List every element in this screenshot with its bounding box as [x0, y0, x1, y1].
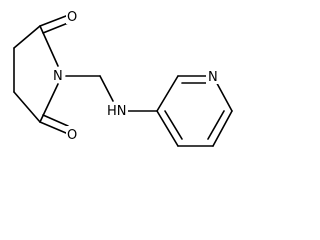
- bond-c2-c3: [13, 25, 41, 49]
- bond-py-c6-c5-inner: [207, 110, 225, 140]
- atom-oxygen-top: O: [67, 10, 77, 25]
- pyridine-ring: [156, 75, 233, 147]
- carbonyl-top: [39, 15, 69, 34]
- bond-c5-n1: [39, 83, 59, 123]
- atom-nh-amine: HN: [107, 104, 127, 119]
- atom-nitrogen-imide: N: [53, 69, 63, 84]
- bond-c4-c5: [13, 91, 41, 123]
- bond-py-c6-c5: [212, 110, 233, 147]
- carbonyl-bottom: [39, 114, 69, 134]
- bond-c5-o-bottom-b: [42, 114, 69, 127]
- bond-c2-o-top-a: [39, 15, 67, 27]
- bond-c2-o-top-b: [42, 22, 69, 34]
- bond-c5-o-bottom-a: [39, 121, 67, 134]
- atom-oxygen-bottom: O: [67, 128, 77, 143]
- bond-ch2-nh: [99, 75, 114, 102]
- bond-py-c4-c3: [156, 110, 179, 147]
- molecule-structure: O O N HN N: [13, 8, 233, 147]
- atom-nitrogen-pyridine: N: [208, 70, 218, 85]
- bond-n1-c2: [39, 25, 59, 67]
- bond-py-c4-c3-inner: [164, 110, 183, 140]
- bond-py-c3-c2: [156, 75, 179, 112]
